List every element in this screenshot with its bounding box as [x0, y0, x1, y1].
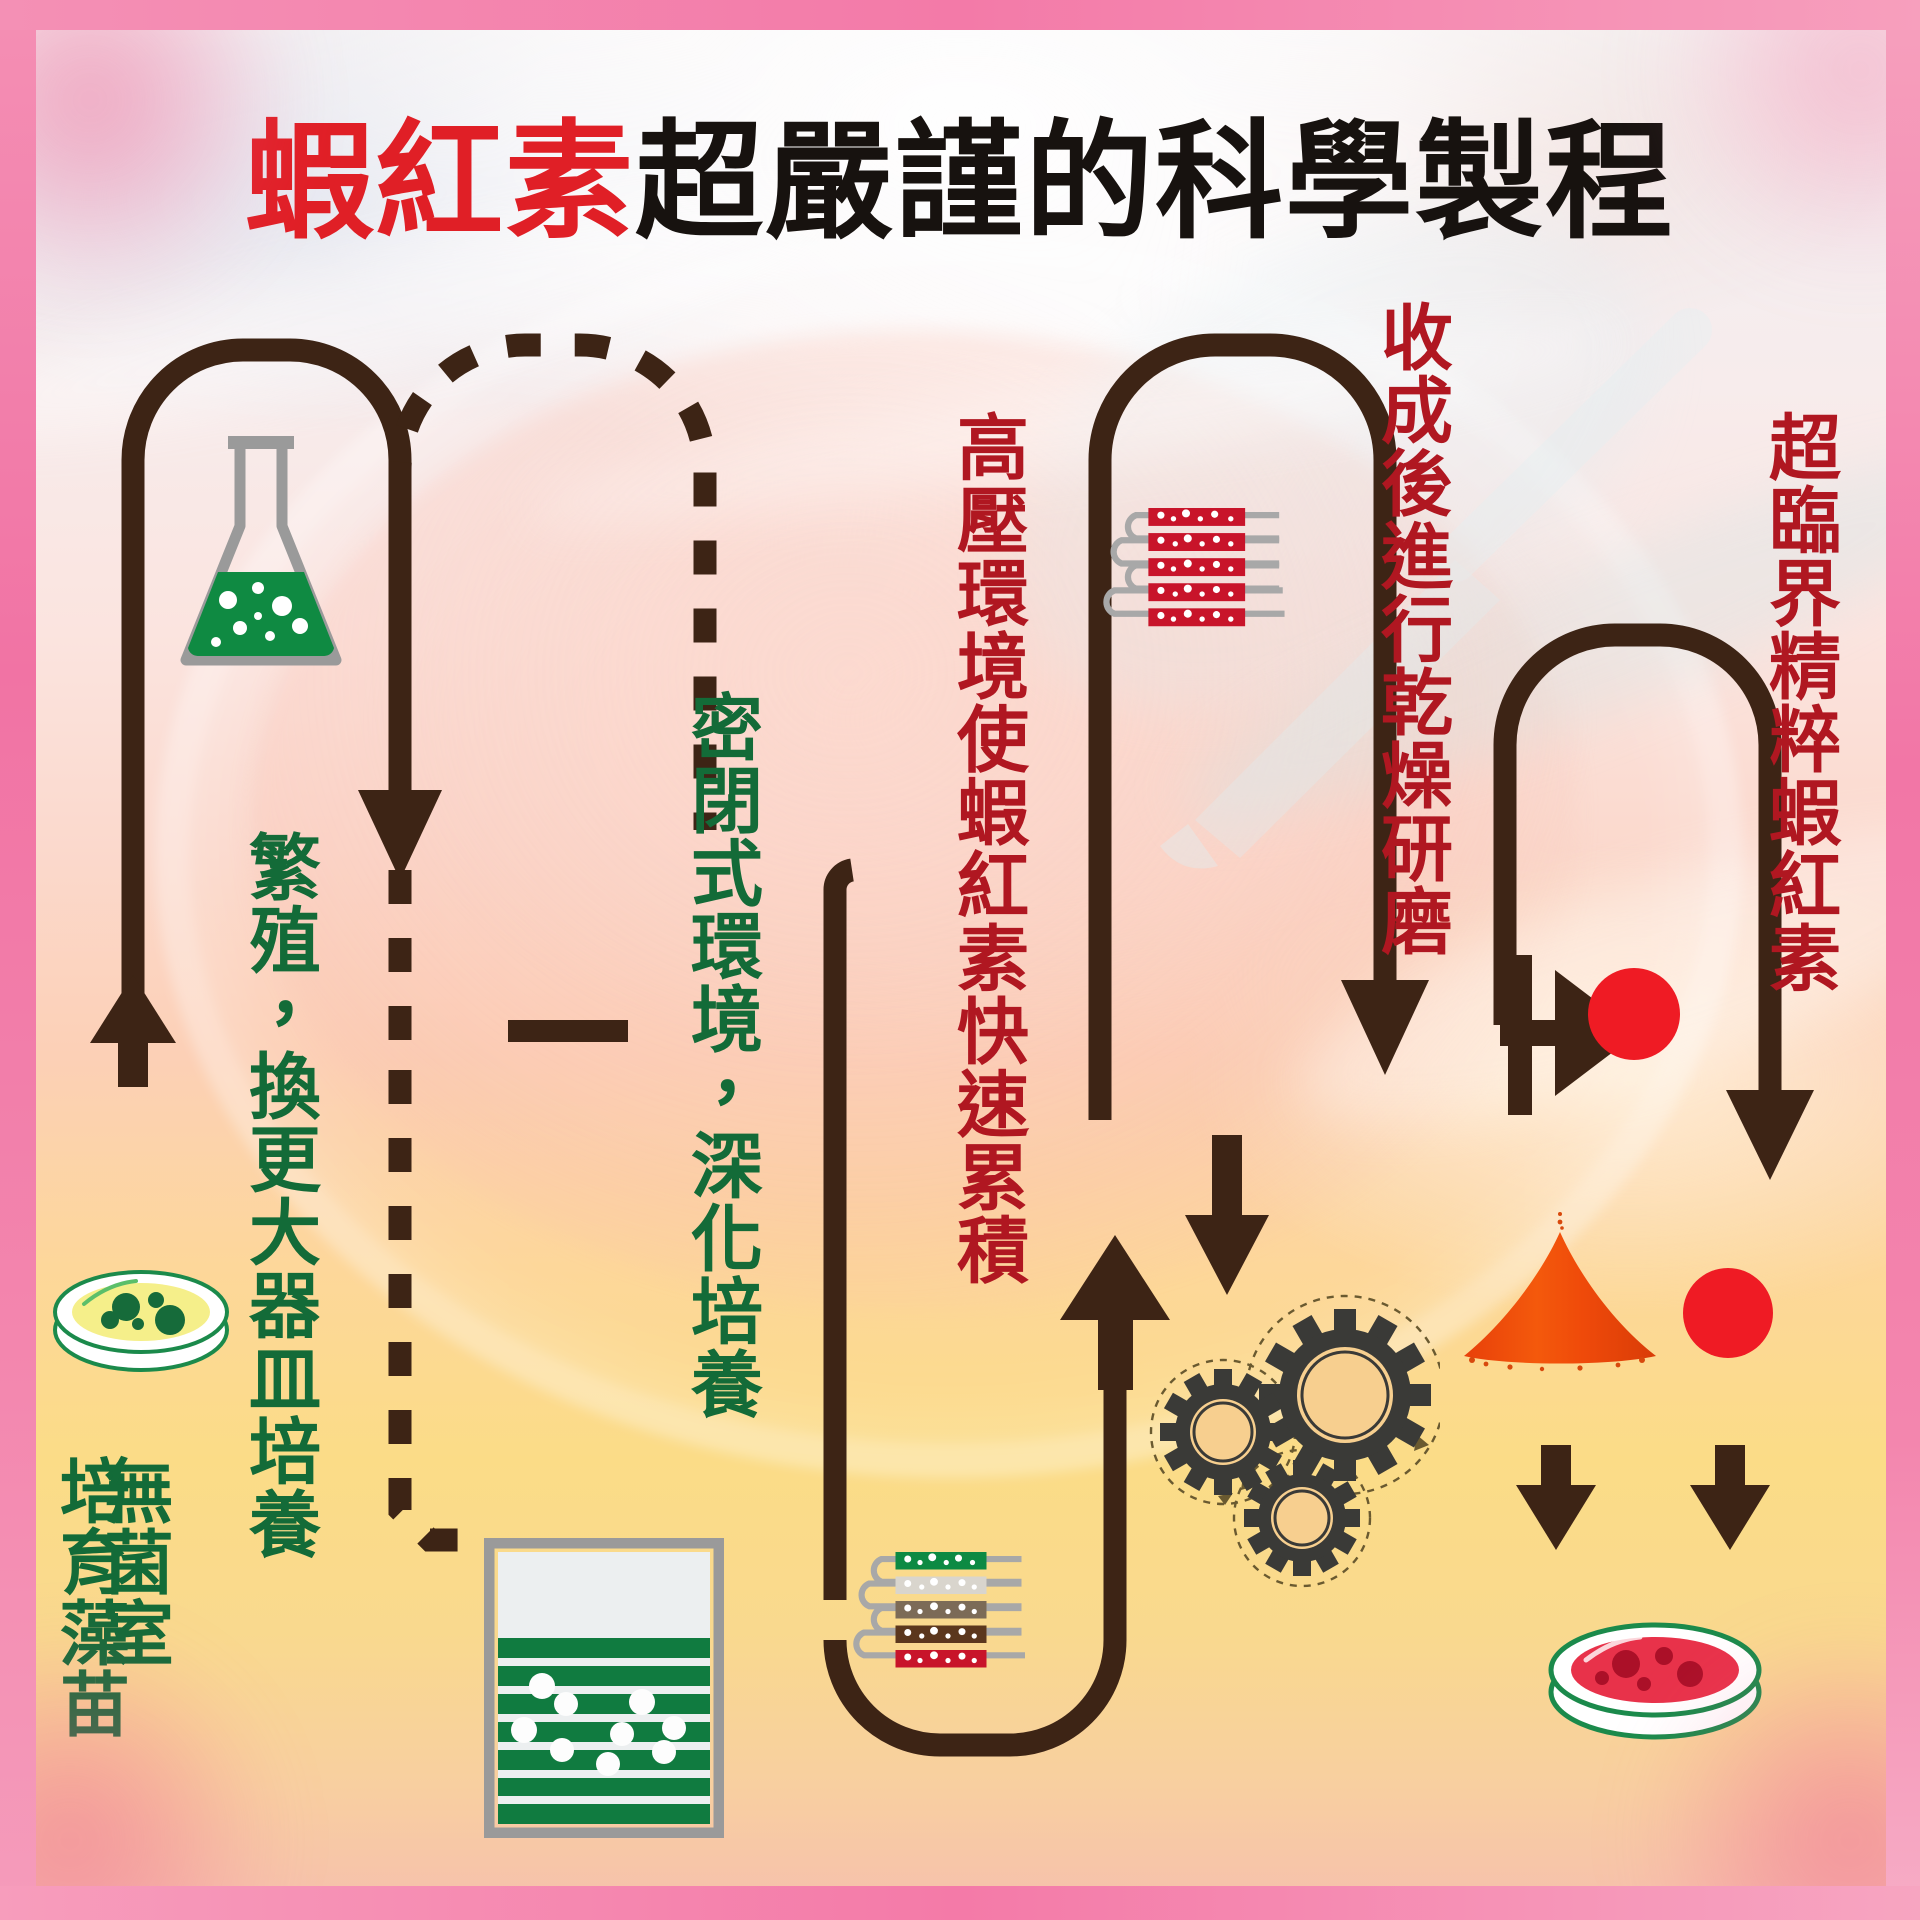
page-title-highlight: 蝦紅素	[244, 112, 635, 254]
arrow-icon	[90, 975, 176, 1043]
arrow-icon	[1726, 1090, 1814, 1180]
arrow-icon	[1516, 1485, 1596, 1550]
step-label-propagate: 繁殖，換更大器皿培養	[237, 830, 318, 1560]
arrow-icon	[1690, 1485, 1770, 1550]
page-title-rest: 超嚴謹的科學製程	[635, 112, 1676, 254]
flat-panel-photobioreactor-icon	[481, 1535, 727, 1843]
red-drop-icon	[1683, 1268, 1773, 1358]
step-label-supercritical-extraction: 超臨界精粹蝦紅素	[1757, 410, 1838, 994]
arrow-icon	[1060, 1235, 1170, 1320]
arrow-icon	[1098, 1300, 1133, 1390]
frame-corner-glow	[0, 0, 300, 310]
pipe-connector-icon	[823, 858, 855, 1600]
dashed-pipe-connector-icon	[388, 333, 717, 1040]
arrow-icon	[1185, 1215, 1269, 1295]
tubular-photobioreactor-gradient-icon	[845, 1545, 1065, 1690]
pipe-connector-icon	[121, 338, 412, 1010]
gears-icon	[1140, 1290, 1446, 1595]
step-label-high-pressure: 高壓環境使蝦紅素快速累積	[945, 410, 1026, 1286]
background-liquid-photo	[250, 330, 1580, 1310]
frame-border-left	[0, 0, 36, 1920]
pipe-connector-icon	[823, 1320, 1127, 1757]
red-drop-icon	[1588, 968, 1680, 1060]
pipe-tick-icon	[508, 1020, 628, 1042]
frame-corner-glow	[1650, 0, 1920, 280]
arrow-icon	[118, 1025, 148, 1087]
petri-dish-icon	[46, 1252, 236, 1387]
pipe-connector-icon	[1493, 623, 1782, 1090]
powder-cone-icon	[1450, 1210, 1670, 1385]
erlenmeyer-flask-icon	[166, 430, 356, 685]
frame-border-top	[0, 0, 1920, 30]
arrow-icon	[1341, 980, 1429, 1075]
step-label-closed-environment: 密閉式環境，深化培養	[679, 690, 760, 1420]
frame-corner-glow	[0, 1630, 280, 1920]
frame-border-bottom	[0, 1886, 1920, 1920]
frame-border-right	[1886, 0, 1920, 1920]
dashed-pipe-connector-icon	[388, 1070, 470, 1552]
tubular-photobioreactor-red-icon	[1100, 500, 1315, 650]
page-title: 蝦紅素超嚴謹的科學製程	[0, 112, 1920, 255]
step-label-dry-and-grind: 收成後進行乾燥研磨	[1369, 300, 1450, 957]
pipe-connector-icon	[1088, 333, 1397, 1120]
frame-corner-glow	[1640, 1630, 1920, 1920]
